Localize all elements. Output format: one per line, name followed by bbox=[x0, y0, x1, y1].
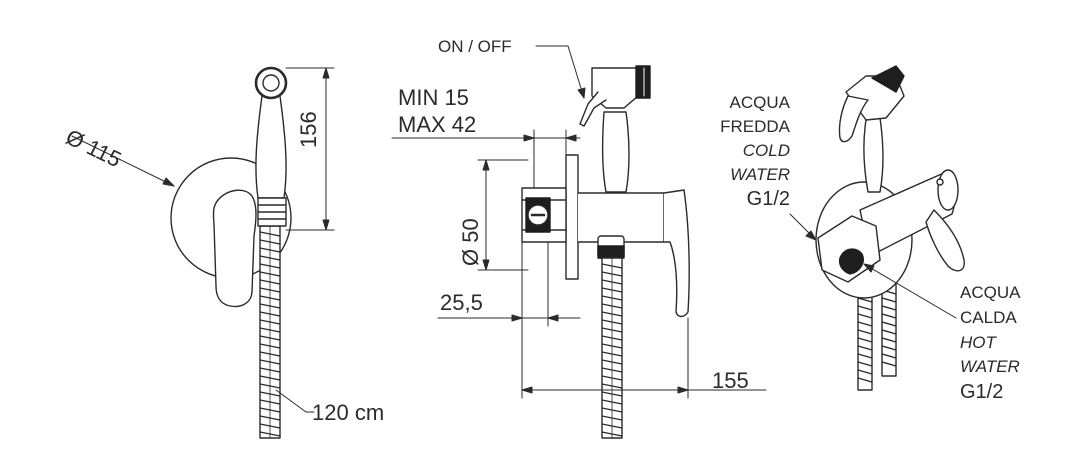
dim-25-5-label: 25,5 bbox=[440, 290, 483, 315]
hot-leader bbox=[863, 263, 957, 319]
side-lever bbox=[663, 189, 690, 318]
cold-thread: G1/2 bbox=[746, 188, 790, 210]
hose-length-label: 120 cm bbox=[312, 400, 385, 425]
iso-shower bbox=[838, 65, 905, 193]
side-body bbox=[577, 192, 665, 243]
dim-156 bbox=[285, 67, 335, 231]
hot-line3: HOT bbox=[960, 333, 996, 352]
cold-line4: WATER bbox=[730, 165, 790, 184]
hot-line4: WATER bbox=[960, 357, 1020, 376]
front-shower-body bbox=[255, 95, 287, 199]
dim-50-label: Ø 50 bbox=[458, 218, 483, 266]
iso-hoses bbox=[857, 283, 897, 391]
dim-50 bbox=[477, 159, 529, 271]
hose-length-leader bbox=[275, 389, 315, 413]
dim-min-max bbox=[391, 129, 581, 189]
side-hose bbox=[601, 257, 623, 439]
iso-lever bbox=[925, 209, 965, 272]
hot-thread: G1/2 bbox=[960, 381, 1004, 403]
max-depth-label: MAX 42 bbox=[398, 112, 477, 137]
cold-line3: COLD bbox=[742, 141, 790, 160]
iso-view bbox=[789, 65, 965, 391]
side-shower-head bbox=[579, 65, 651, 193]
side-wall-plate bbox=[565, 154, 579, 280]
side-view bbox=[391, 45, 767, 439]
on-off-leader bbox=[535, 45, 586, 99]
front-hose bbox=[259, 225, 281, 439]
dim-156-label: 156 bbox=[296, 111, 321, 148]
dim-115-leader bbox=[71, 135, 175, 187]
dim-155 bbox=[521, 317, 767, 399]
dim-155-label: 155 bbox=[712, 368, 749, 393]
front-view bbox=[71, 66, 335, 439]
on-off-label: ON / OFF bbox=[438, 37, 512, 56]
cold-line1: ACQUA bbox=[729, 93, 790, 112]
cold-leader bbox=[789, 213, 817, 241]
hot-line1: ACQUA bbox=[960, 283, 1021, 302]
min-depth-label: MIN 15 bbox=[398, 85, 469, 110]
hot-line2: CALDA bbox=[960, 308, 1017, 327]
dim-25-5 bbox=[437, 241, 581, 327]
front-handle bbox=[212, 189, 257, 308]
cold-line2: FREDDA bbox=[720, 117, 790, 136]
